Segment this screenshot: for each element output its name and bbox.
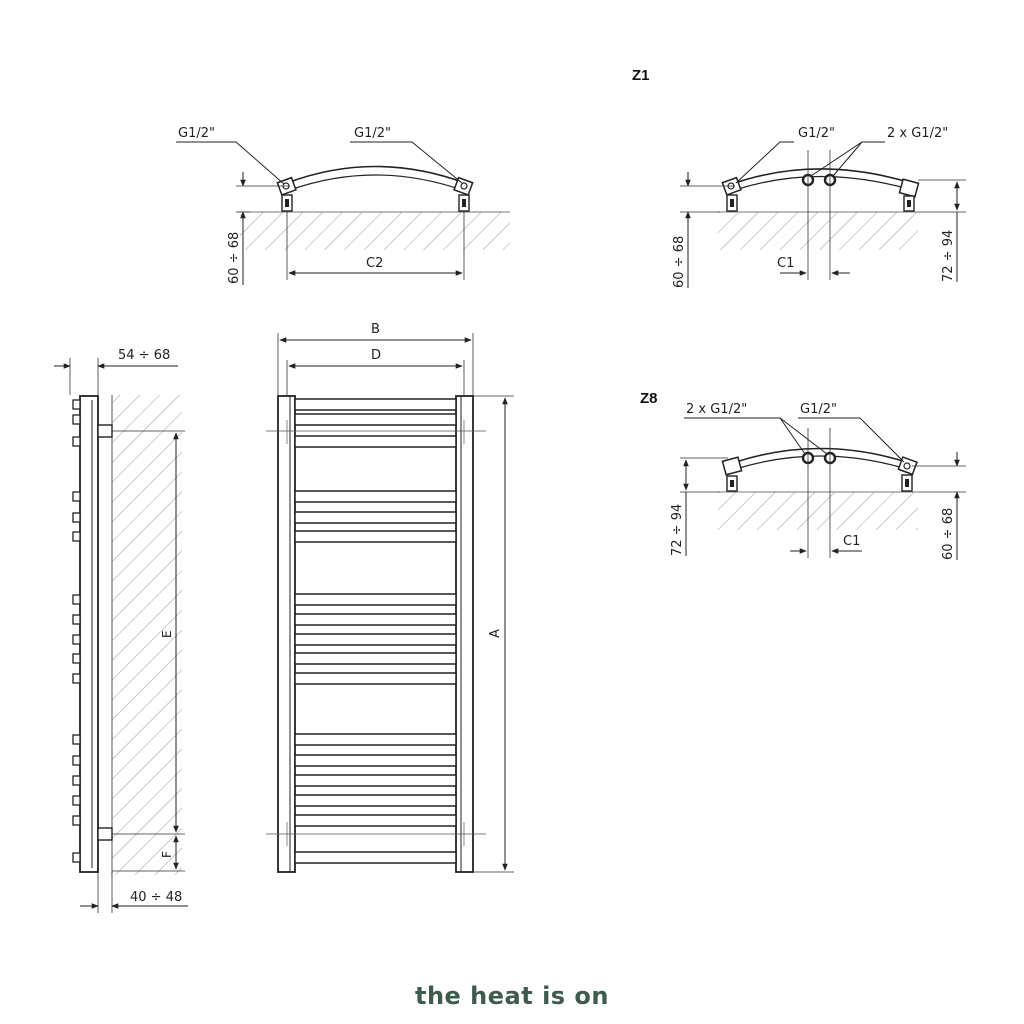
front-horizontal-bars <box>294 398 457 864</box>
front-bar-11 <box>294 672 457 685</box>
side-bar-tab-4 <box>72 491 81 502</box>
front-bar-16 <box>294 814 457 827</box>
z1-left-offset-label: 60 ÷ 68 <box>672 236 687 288</box>
side-bar-tab-7 <box>72 594 81 605</box>
e-label: E <box>160 630 174 638</box>
front-view: B D A <box>266 322 514 873</box>
front-bar-8 <box>294 613 457 626</box>
side-bar-tab-3 <box>72 436 81 447</box>
side-bar-tab-11 <box>72 673 81 684</box>
side-bar-tab-10 <box>72 653 81 664</box>
side-top-bracket <box>97 424 113 438</box>
a-label: A <box>488 629 503 638</box>
b-label: B <box>371 322 380 337</box>
z1-radiator-arc <box>731 168 909 185</box>
d-label: D <box>371 348 381 363</box>
side-wall-hatch <box>112 395 182 875</box>
front-right-rail <box>455 395 474 873</box>
top-right-connection-label: G1/2" <box>354 126 391 141</box>
c2-label: C2 <box>366 256 383 271</box>
side-view: 54 ÷ 68 E F 40 ÷ 48 <box>54 348 188 913</box>
z8-right-connection-label: G1/2" <box>800 402 837 417</box>
front-bar-6 <box>294 530 457 543</box>
side-bar-tab-17 <box>72 852 81 863</box>
side-radiator-body <box>79 395 99 873</box>
side-bar-tab-14 <box>72 775 81 786</box>
top-view: G1/2" G1/2" C2 60 ÷ 68 <box>176 126 510 285</box>
front-bar-2 <box>294 413 457 426</box>
front-bar-4 <box>294 490 457 503</box>
top-wall-hatch <box>240 212 510 250</box>
side-bar-tab-6 <box>72 531 81 542</box>
z1-left-connection-label: G1/2" <box>798 126 835 141</box>
z8-title: Z8 <box>640 390 658 407</box>
side-bottom-bracket <box>97 827 113 841</box>
z8-c1-label: C1 <box>843 534 860 549</box>
top-radiator-arc <box>286 165 466 184</box>
z8-wall-hatch <box>718 492 918 530</box>
side-bar-tabs <box>72 399 81 863</box>
front-bar-17 <box>294 851 457 864</box>
z1-right-offset-label: 72 ÷ 94 <box>941 230 956 282</box>
front-bar-14 <box>294 774 457 787</box>
side-bar-tab-8 <box>72 614 81 625</box>
z1-wall-hatch <box>718 212 918 250</box>
front-bar-12 <box>294 733 457 746</box>
side-bar-tab-9 <box>72 634 81 645</box>
front-bar-3 <box>294 435 457 448</box>
side-depth-label: 54 ÷ 68 <box>118 348 170 363</box>
front-bar-10 <box>294 652 457 665</box>
front-bar-15 <box>294 794 457 807</box>
side-bar-tab-2 <box>72 414 81 425</box>
z1-right-connection-label: 2 x G1/2" <box>887 126 948 141</box>
front-bar-5 <box>294 511 457 524</box>
front-left-rail <box>277 395 296 873</box>
front-bar-9 <box>294 633 457 646</box>
side-bar-tab-5 <box>72 512 81 523</box>
side-bar-tab-1 <box>72 399 81 410</box>
front-bar-7 <box>294 593 457 606</box>
front-bar-1 <box>294 398 457 411</box>
side-bar-tab-16 <box>72 815 81 826</box>
z8-left-connection-label: 2 x G1/2" <box>686 402 747 417</box>
side-bottom-offset-label: 40 ÷ 48 <box>130 890 182 905</box>
z8-view: Z8 2 x G1/2" G1/2" C1 72 ÷ 94 <box>640 390 966 560</box>
z8-left-offset-label: 72 ÷ 94 <box>670 504 685 556</box>
brand-logo: the heat is on <box>415 982 609 1010</box>
z1-view: Z1 G1/2" 2 x G1/2" C1 60 ÷ 68 <box>632 67 966 288</box>
z1-c1-label: C1 <box>777 256 794 271</box>
z1-title: Z1 <box>632 67 650 84</box>
f-label: F <box>160 851 174 858</box>
side-bar-tab-15 <box>72 795 81 806</box>
top-wall-offset-label: 60 ÷ 68 <box>227 232 242 284</box>
top-left-connection-label: G1/2" <box>178 126 215 141</box>
side-bar-tab-12 <box>72 734 81 745</box>
front-bar-13 <box>294 754 457 767</box>
side-bar-tab-13 <box>72 755 81 766</box>
z8-radiator-arc <box>735 447 907 463</box>
top-right-valve <box>453 176 474 196</box>
z8-right-offset-label: 60 ÷ 68 <box>941 508 956 560</box>
